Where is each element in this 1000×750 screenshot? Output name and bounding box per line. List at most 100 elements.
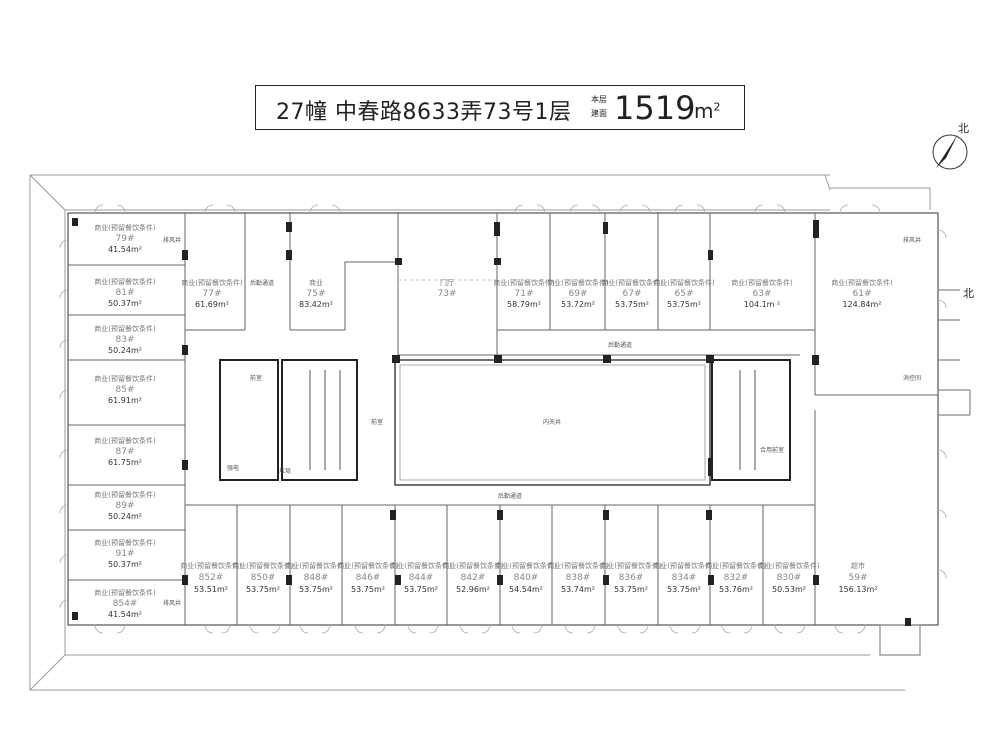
unit-842: 商业(预留餐饮条件)842#52.96m² (442, 561, 504, 594)
unit-87: 商业(预留餐饮条件)87#61.75m² (94, 436, 156, 467)
building-walls (67, 212, 971, 656)
svg-text:商业(预留餐饮条件): 商业(预留餐饮条件) (285, 561, 347, 570)
svg-text:53.51m²: 53.51m² (194, 585, 228, 594)
svg-text:53.75m²: 53.75m² (615, 300, 649, 309)
svg-text:63#: 63# (753, 289, 772, 299)
smoke-shaft-left-label: 排风井 (163, 236, 181, 244)
svg-text:830#: 830# (777, 573, 802, 583)
trash-room-label: 垃圾 (279, 467, 291, 475)
misc-labels: 后勤通道 后勤通道 后勤通道 内天井 前室 前室 强电 排风井 排风井 排风井 … (163, 236, 974, 607)
svg-text:50.24m²: 50.24m² (108, 346, 142, 355)
unit-830: 商业(预留餐饮条件)830#50.53m² (758, 561, 820, 594)
unit-67: 商业(预留餐饮条件)67#53.75m² (601, 278, 663, 309)
unit-59: 超市 59# 156.13m² (839, 561, 878, 594)
svg-text:89#: 89# (116, 501, 135, 511)
svg-text:59#: 59# (849, 573, 868, 583)
svg-text:53.75m²: 53.75m² (667, 585, 701, 594)
svg-text:71#: 71# (515, 289, 534, 299)
svg-text:53.75m²: 53.75m² (614, 585, 648, 594)
svg-text:商业(预留餐饮条件): 商业(预留餐饮条件) (94, 324, 156, 333)
svg-text:156.13m²: 156.13m² (839, 585, 878, 594)
svg-text:73#: 73# (438, 289, 457, 299)
floor-area-value: 1519 (614, 89, 696, 127)
lobby-label: 前室 (371, 418, 383, 426)
svg-text:商业(预留餐饮条件): 商业(预留餐饮条件) (547, 278, 609, 287)
fire-control-label: 消控间 (903, 374, 921, 382)
svg-text:商业: 商业 (309, 278, 323, 287)
svg-text:50.37m²: 50.37m² (108, 299, 142, 308)
svg-text:商业(预留餐饮条件): 商业(预留餐饮条件) (180, 561, 242, 570)
unit-844: 商业(预留餐饮条件)844#53.75m² (390, 561, 452, 594)
svg-text:77#: 77# (203, 289, 222, 299)
svg-text:838#: 838# (566, 573, 591, 583)
floor-area-unit: m2 (694, 99, 721, 123)
svg-text:83#: 83# (116, 335, 135, 345)
svg-text:81#: 81# (116, 288, 135, 298)
svg-text:87#: 87# (116, 447, 135, 457)
power-room-label: 强电 (227, 464, 239, 472)
compass: 北 (932, 122, 969, 170)
unit-77: 商业(预留餐饮条件) 77#61.69m² (181, 278, 243, 309)
svg-text:846#: 846# (356, 573, 381, 583)
svg-text:53.75m²: 53.75m² (299, 585, 333, 594)
svg-text:91#: 91# (116, 549, 135, 559)
unit-846: 商业(预留餐饮条件)846#53.75m² (337, 561, 399, 594)
unit-838: 商业(预留餐饮条件)838#53.74m² (547, 561, 609, 594)
title-banner: 27幢 中春路8633弄73号1层 本层 建面 1519 m2 (255, 85, 745, 130)
svg-text:832#: 832# (724, 573, 749, 583)
left-units: 商业(预留餐饮条件)79#41.54m² 商业(预留餐饮条件)81#50.37m… (94, 223, 156, 619)
svg-text:844#: 844# (409, 573, 434, 583)
edge-north-label: 北 (963, 287, 974, 300)
svg-text:61.69m²: 61.69m² (195, 300, 229, 309)
svg-text:53.72m²: 53.72m² (561, 300, 595, 309)
unit-836: 商业(预留餐饮条件)836#53.75m² (600, 561, 662, 594)
svg-text:61.91m²: 61.91m² (108, 396, 142, 405)
unit-63: 商业(预留餐饮条件)63#104.1m ² (731, 278, 793, 309)
unit-840: 商业(预留餐饮条件)840#54.54m² (495, 561, 557, 594)
svg-text:850#: 850# (251, 573, 276, 583)
unit-73: 门厅 73# (438, 278, 457, 299)
svg-text:商业(预留餐饮条件): 商业(预留餐饮条件) (337, 561, 399, 570)
unit-69: 商业(预留餐饮条件)69#53.72m² (547, 278, 609, 309)
svg-text:超市: 超市 (851, 561, 865, 570)
svg-text:52.96m²: 52.96m² (456, 585, 490, 594)
unit-89: 商业(预留餐饮条件)89#50.24m² (94, 490, 156, 521)
svg-text:商业(预留餐饮条件): 商业(预留餐饮条件) (94, 277, 156, 286)
svg-text:50.37m²: 50.37m² (108, 560, 142, 569)
svg-text:124.84m²: 124.84m² (843, 300, 882, 309)
svg-text:854#: 854# (113, 599, 138, 609)
unit-854: 商业(预留餐饮条件)854#41.54m² (94, 588, 156, 619)
bottom-units: 商业(预留餐饮条件) 852# 53.51m² 商业(预留餐饮条件) 850# 53.7… (180, 561, 877, 594)
svg-text:85#: 85# (116, 385, 135, 395)
smoke-shaft-bottom-label: 排风井 (163, 599, 181, 607)
unit-850: 商业(预留餐饮条件)850#53.75m² (232, 561, 294, 594)
svg-text:商业(预留餐饮条件): 商业(预留餐饮条件) (495, 561, 557, 570)
unit-83: 商业(预留餐饮条件) 83#50.24m² (94, 324, 156, 355)
core-stair-label: 前室 (250, 374, 262, 382)
svg-text:53.75m²: 53.75m² (667, 300, 701, 309)
svg-text:门厅: 门厅 (440, 278, 454, 287)
svg-text:商业(预留餐饮条件): 商业(预留餐饮条件) (232, 561, 294, 570)
unit-834: 商业(预留餐饮条件)834#53.75m² (653, 561, 715, 594)
svg-text:商业(预留餐饮条件): 商业(预留餐饮条件) (94, 223, 156, 232)
svg-text:852#: 852# (199, 573, 224, 583)
unit-81: 商业(预留餐饮条件) 81#50.37m² (94, 277, 156, 308)
corridor-left-label: 后勤通道 (250, 279, 274, 287)
svg-text:67#: 67# (623, 289, 642, 299)
svg-text:商业(预留餐饮条件): 商业(预留餐饮条件) (181, 278, 243, 287)
compass-ring (932, 134, 968, 170)
svg-text:54.54m²: 54.54m² (509, 585, 543, 594)
door-swings (59, 204, 947, 634)
interior-walls (68, 213, 938, 625)
svg-text:商业(预留餐饮条件): 商业(预留餐饮条件) (94, 436, 156, 445)
atrium-label: 内天井 (543, 418, 561, 426)
svg-text:65#: 65# (675, 289, 694, 299)
svg-text:104.1m ²: 104.1m ² (744, 300, 780, 309)
svg-text:834#: 834# (672, 573, 697, 583)
svg-text:商业(预留餐饮条件): 商业(预留餐饮条件) (442, 561, 504, 570)
svg-text:商业(预留餐饮条件): 商业(预留餐饮条件) (493, 278, 555, 287)
unit-61: 商业(预留餐饮条件)61#124.84m² (831, 278, 893, 309)
corridor-bottom-label: 后勤通道 (498, 492, 522, 500)
